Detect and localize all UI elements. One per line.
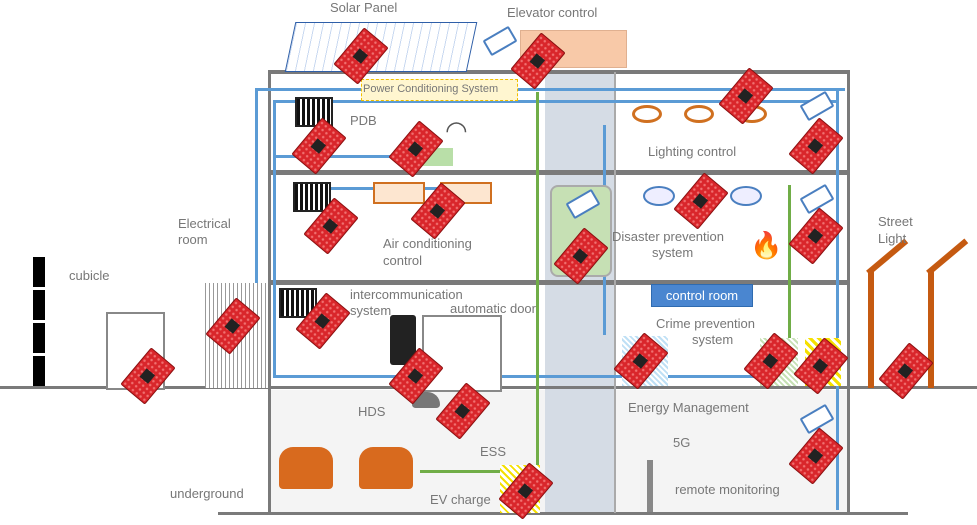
utility-pole [33, 255, 45, 386]
intercom-label: intercommunication [350, 287, 463, 302]
intercom-label-2: system [350, 303, 392, 318]
green-line [536, 92, 539, 492]
camera-icon [482, 25, 518, 57]
electrical-room-label: Electrical [178, 216, 231, 231]
cubicle-label: cubicle [69, 268, 110, 283]
green-line [788, 185, 791, 370]
disaster-prevention-label: Disaster prevention [612, 229, 724, 244]
solar-panel-label: Solar Panel [330, 0, 398, 15]
street-light-label: Street [878, 214, 913, 229]
automatic-door-icon [422, 315, 502, 392]
smoke-detector-icon [643, 186, 675, 206]
left-wall [268, 70, 271, 515]
5g-label: 5G [673, 435, 691, 450]
light-icon [684, 105, 714, 123]
disaster-prevention-label-2: system [652, 245, 694, 260]
street-light-arm [926, 238, 969, 276]
light-icon [632, 105, 662, 123]
roof [268, 70, 850, 74]
remote-monitoring-label: remote monitoring [675, 482, 780, 497]
elevator-control-label: Elevator control [507, 5, 598, 20]
underground-label: underground [170, 486, 244, 501]
power-conditioning-label: Power Conditioning System [363, 83, 499, 95]
pipe [255, 88, 845, 91]
hds-label: HDS [358, 404, 386, 419]
ev-charge-label: EV charge [430, 492, 491, 507]
crime-prevention-label: Crime prevention [656, 316, 755, 331]
right-wall [847, 70, 850, 515]
floor-2 [268, 280, 850, 285]
pipe [273, 100, 838, 103]
pipe [273, 375, 838, 378]
pipe [273, 155, 453, 158]
electrical-room-label-2: room [178, 232, 208, 247]
camera-icon [799, 90, 835, 122]
automatic-door-label: automatic door [450, 301, 536, 316]
pdb-label: PDB [350, 113, 377, 128]
basement-floor [218, 512, 908, 515]
controller-board [673, 172, 729, 230]
pipe [273, 100, 276, 375]
air-conditioning-label: Air conditioning [383, 236, 472, 251]
air-conditioner-icon [373, 182, 425, 204]
shaft-wall [614, 72, 616, 513]
power-conditioning-box [361, 79, 518, 101]
lighting-control-label: Lighting control [648, 144, 737, 159]
street-light-icon [868, 270, 874, 388]
control-room-label: control room [651, 284, 753, 307]
street-light-icon [928, 270, 934, 388]
green-line [420, 470, 500, 473]
smoke-detector-icon [730, 186, 762, 206]
fire-icon: 🔥 [750, 230, 783, 260]
car-icon [279, 447, 333, 489]
car-icon [359, 447, 413, 489]
pipe [255, 88, 258, 388]
air-conditioning-label-2: control [383, 253, 423, 268]
ess-label: ESS [480, 444, 507, 459]
energy-management-label: Energy Management [628, 400, 749, 415]
wifi-icon: ◠ [445, 115, 468, 145]
floor-3 [268, 170, 850, 175]
pipe [836, 90, 839, 510]
crime-prevention-label-2: system [692, 332, 734, 347]
street-light-label-2: Light [878, 231, 907, 246]
5g-tower-icon [647, 460, 653, 512]
controller-board [878, 342, 934, 400]
